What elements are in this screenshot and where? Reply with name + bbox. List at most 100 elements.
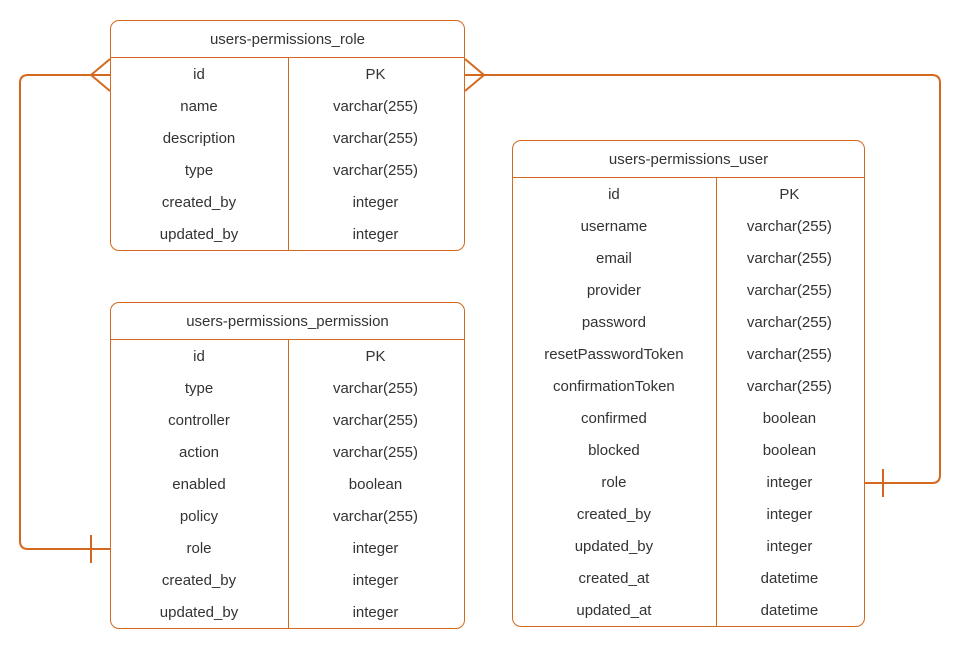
field-name: role (186, 539, 212, 557)
field-name: resetPasswordToken (544, 345, 684, 363)
field-type: boolean (762, 409, 817, 427)
field-type: varchar(255) (332, 129, 419, 147)
field-name: name (180, 97, 218, 115)
field-type: integer (766, 473, 813, 491)
field-type: datetime (760, 601, 819, 619)
field-name: confirmed (580, 409, 647, 427)
field-row[interactable]: name varchar(255) (111, 90, 464, 122)
field-row[interactable]: confirmationToken varchar(255) (513, 370, 864, 402)
field-name: type (184, 379, 214, 397)
field-name: password (581, 313, 647, 331)
field-name: role (601, 473, 627, 491)
field-row[interactable]: type varchar(255) (111, 372, 464, 404)
field-name: id (193, 65, 205, 83)
field-name: enabled (172, 475, 226, 493)
field-name: id (193, 347, 205, 365)
field-name: controller (168, 411, 230, 429)
column-divider (288, 340, 289, 628)
field-type: integer (766, 505, 813, 523)
field-type: integer (352, 225, 399, 243)
field-name: updated_at (576, 601, 652, 619)
field-type: boolean (762, 441, 817, 459)
field-name: created_by (161, 571, 237, 589)
field-row[interactable]: controller varchar(255) (111, 404, 464, 436)
field-row[interactable]: updated_by integer (111, 596, 464, 628)
field-name: updated_by (574, 537, 654, 555)
field-type: varchar(255) (332, 411, 419, 429)
entity-title-user: users-permissions_user (513, 141, 864, 178)
field-type: integer (352, 571, 399, 589)
field-row[interactable]: email varchar(255) (513, 242, 864, 274)
field-row[interactable]: policy varchar(255) (111, 500, 464, 532)
column-divider (716, 178, 717, 626)
field-type: varchar(255) (746, 249, 832, 267)
field-row[interactable]: username varchar(255) (513, 210, 864, 242)
field-row[interactable]: updated_at datetime (513, 594, 864, 626)
field-row[interactable]: confirmed boolean (513, 402, 864, 434)
field-type: integer (352, 193, 399, 211)
field-type: boolean (348, 475, 403, 493)
field-name: created_at (578, 569, 650, 587)
field-name: created_by (576, 505, 652, 523)
field-row[interactable]: type varchar(255) (111, 154, 464, 186)
field-type: PK (365, 347, 386, 365)
field-type: varchar(255) (332, 97, 419, 115)
field-row[interactable]: updated_by integer (513, 530, 864, 562)
field-type: integer (766, 537, 813, 555)
field-name: confirmationToken (553, 377, 675, 395)
crowsfoot-many-role-left (90, 58, 111, 92)
field-row[interactable]: id PK (111, 58, 464, 90)
field-row[interactable]: role integer (111, 532, 464, 564)
field-row[interactable]: password varchar(255) (513, 306, 864, 338)
field-name: policy (179, 507, 219, 525)
field-type: integer (352, 603, 399, 621)
field-row[interactable]: created_by integer (513, 498, 864, 530)
field-type: varchar(255) (332, 443, 419, 461)
field-type: varchar(255) (746, 345, 832, 363)
field-name: description (162, 129, 236, 147)
field-type: varchar(255) (746, 217, 832, 235)
field-type: varchar(255) (746, 313, 832, 331)
field-row[interactable]: updated_by integer (111, 218, 464, 250)
field-row[interactable]: action varchar(255) (111, 436, 464, 468)
field-row[interactable]: role integer (513, 466, 864, 498)
field-row[interactable]: created_by integer (111, 564, 464, 596)
relationship-permission-role (19, 58, 111, 563)
field-row[interactable]: blocked boolean (513, 434, 864, 466)
relationship-line-permission-role (19, 74, 110, 550)
field-name: action (178, 443, 220, 461)
field-row[interactable]: enabled boolean (111, 468, 464, 500)
field-row[interactable]: id PK (111, 340, 464, 372)
field-type: varchar(255) (746, 377, 832, 395)
field-name: created_by (161, 193, 237, 211)
field-type: PK (365, 65, 386, 83)
field-name: provider (586, 281, 642, 299)
field-type: varchar(255) (332, 161, 419, 179)
field-name: type (184, 161, 214, 179)
field-name: blocked (588, 441, 640, 459)
field-name: updated_by (159, 603, 239, 621)
field-type: integer (352, 539, 399, 557)
field-type: varchar(255) (332, 379, 419, 397)
field-type: PK (779, 185, 800, 203)
entity-fields-permission: id PK type varchar(255) controller varchar(25… (111, 340, 464, 628)
field-type: varchar(255) (332, 507, 419, 525)
field-row[interactable]: created_at datetime (513, 562, 864, 594)
entity-title-permission: users-permissions_permission (111, 303, 464, 340)
field-row[interactable]: description varchar(255) (111, 122, 464, 154)
field-name: username (580, 217, 648, 235)
field-row[interactable]: resetPasswordToken varchar(255) (513, 338, 864, 370)
field-name: email (595, 249, 632, 267)
entity-title-role: users-permissions_role (111, 21, 464, 58)
entity-fields-role: id PK name varchar(255) description varchar(2… (111, 58, 464, 250)
field-name: updated_by (159, 225, 239, 243)
field-row[interactable]: created_by integer (111, 186, 464, 218)
field-type: datetime (760, 569, 819, 587)
